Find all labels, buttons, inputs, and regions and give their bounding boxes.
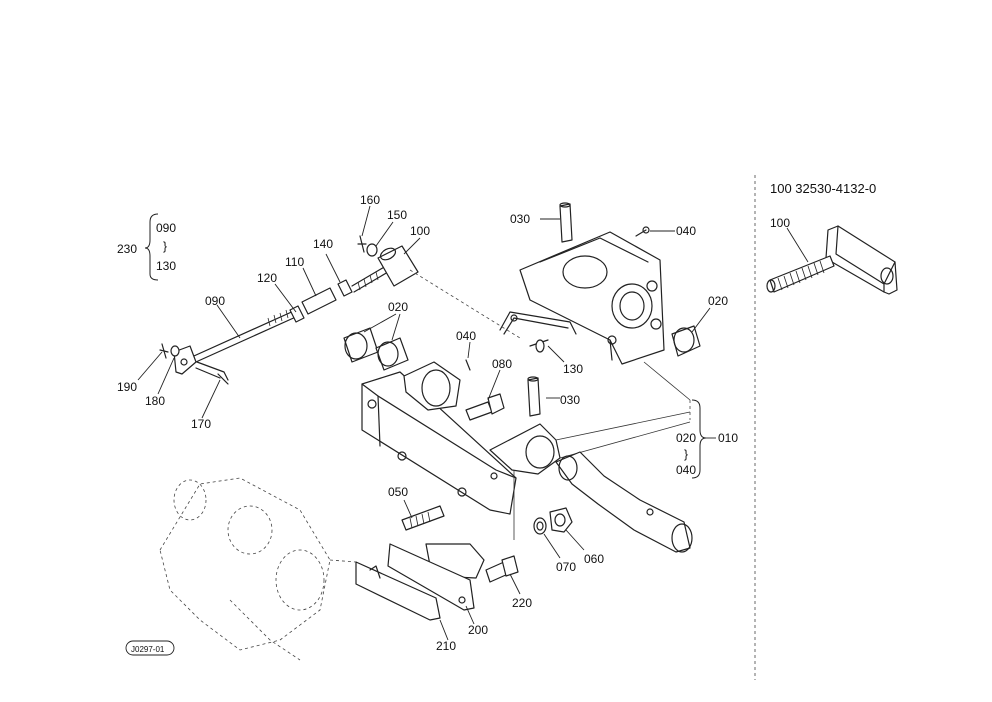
label-020-group: 020 (676, 431, 696, 445)
label-030-top: 030 (510, 212, 530, 226)
label-020-mid: 020 (388, 300, 408, 314)
label-150: 150 (387, 208, 407, 222)
label-030-mid: 030 (560, 393, 580, 407)
label-120: 120 (257, 271, 277, 285)
shaft-drawing (513, 451, 693, 553)
label-210: 210 (436, 639, 456, 653)
inset-header: 100 32530-4132-0 (770, 181, 876, 196)
lever-100-drawing (357, 235, 521, 339)
label-090: 090 (205, 294, 225, 308)
inset-label-100: 100 (770, 216, 790, 230)
label-040-mid: 040 (456, 329, 476, 343)
bushings-020-drawing (343, 327, 409, 371)
label-130-top: 130 (156, 259, 176, 273)
tilde-left: } (163, 239, 167, 253)
tilde-right: } (684, 447, 688, 461)
label-220: 220 (512, 596, 532, 610)
brace-230 (144, 213, 159, 281)
axle-background-drawing (159, 477, 357, 661)
label-180: 180 (145, 394, 165, 408)
label-200: 200 (468, 623, 488, 637)
stud-050-drawing (401, 505, 445, 531)
label-010: 010 (718, 431, 738, 445)
inset-part-100-drawing (766, 225, 898, 295)
upper-bracket-drawing (499, 202, 701, 401)
turnbuckle-parts (289, 265, 389, 323)
label-050: 050 (388, 485, 408, 499)
rod-090-drawing (173, 309, 299, 381)
main-bracket-drawing (361, 361, 691, 515)
pins-190-180-170 (159, 343, 229, 385)
label-090-top: 090 (156, 221, 176, 235)
label-070: 070 (556, 560, 576, 574)
plates-200-210-drawing (355, 543, 519, 621)
label-040-top: 040 (676, 224, 696, 238)
label-040-group: 040 (676, 463, 696, 477)
label-110: 110 (285, 255, 304, 269)
label-060: 060 (584, 552, 604, 566)
label-170: 170 (191, 417, 211, 431)
label-130: 130 (563, 362, 583, 376)
label-020-right: 020 (708, 294, 728, 308)
figure-code-frame (125, 640, 175, 656)
label-100: 100 (410, 224, 430, 238)
label-140: 140 (313, 237, 333, 251)
screw-040-mid (465, 359, 471, 371)
pin-130-drawing (529, 339, 549, 353)
label-190: 190 (117, 380, 137, 394)
figure-code: J0297-01 (131, 645, 165, 654)
label-160: 160 (360, 193, 380, 207)
label-230: 230 (117, 242, 137, 256)
nuts-060-070-drawing (533, 507, 573, 535)
label-080: 080 (492, 357, 512, 371)
